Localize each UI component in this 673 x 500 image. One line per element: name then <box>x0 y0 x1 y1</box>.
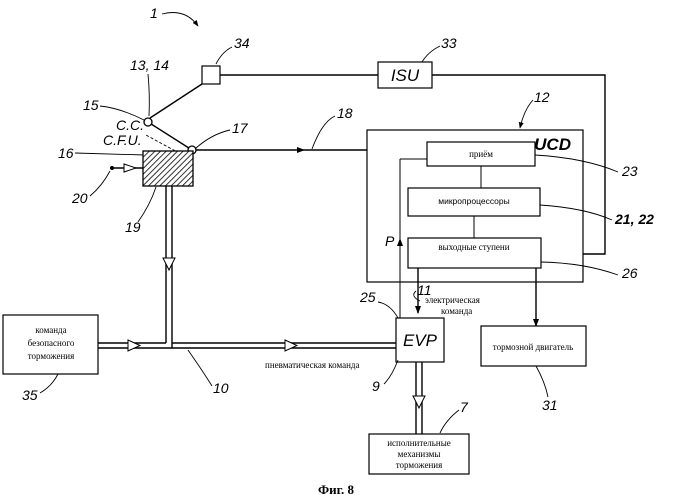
safe-brake-ref: 35 <box>22 387 38 403</box>
safe-brake-line2: безопасного <box>28 338 75 348</box>
pneumatic-riser-arrow <box>163 258 175 270</box>
valve-ref: 16 <box>58 145 74 161</box>
brake-motor-ref: 31 <box>542 397 558 413</box>
signal-arrow <box>297 147 305 153</box>
figure-caption: Фиг. 8 <box>318 482 355 497</box>
pneumatic-riser <box>163 186 175 348</box>
ucd-label: UCD <box>534 135 571 154</box>
safe-brake-line1: команда <box>35 325 66 335</box>
actuators-line1: исполнительные <box>387 438 451 448</box>
system-reference: 1 <box>150 5 198 26</box>
signal-leader <box>312 116 335 149</box>
brake-motor-leader <box>536 366 548 397</box>
isu-ref: 33 <box>441 35 457 51</box>
safe-brake-block: команда безопасного торможения 35 <box>3 315 98 403</box>
actuator-arrow <box>413 396 425 408</box>
electric-label-2: команда <box>441 306 472 316</box>
electric-command-arrow <box>415 306 421 314</box>
receive-label: приём <box>469 149 493 159</box>
output-stages-ref: 26 <box>621 265 638 281</box>
position-cfu: C.F.U. <box>103 132 142 148</box>
ucd-block: UCD 12 приём микропроцессоры выходные ст… <box>367 89 654 318</box>
actuators-line3: торможения <box>396 460 443 470</box>
sensor-leader <box>216 47 232 64</box>
isu-leader <box>422 46 440 62</box>
lever-arm <box>148 122 192 150</box>
output-stages-label: выходные ступени <box>438 242 509 252</box>
isu-block: ISU 33 <box>378 35 457 88</box>
lever-refs-leader <box>148 74 149 116</box>
valve-leader <box>75 153 145 155</box>
pneumatic-arrow-right <box>285 340 297 351</box>
safe-brake-leader <box>40 374 58 393</box>
feedback-ref-leader <box>378 302 398 318</box>
feedback-label: P <box>385 233 395 249</box>
joint-leader <box>196 130 230 148</box>
evp-leader <box>384 360 398 384</box>
lever-refs: 13, 14 <box>130 57 169 73</box>
ucd-ref: 12 <box>534 89 550 105</box>
brake-motor-label: тормозной двигатель <box>493 342 573 352</box>
safe-brake-line3: торможения <box>28 351 75 361</box>
electric-command-labels: 11 электрическая команда 25 <box>359 282 480 318</box>
pneumatic-arrow-left <box>128 340 140 351</box>
lever-pivot <box>144 118 152 126</box>
input-leader <box>90 171 110 196</box>
actuators-ref: 7 <box>460 399 469 415</box>
input-20: 20 <box>71 164 143 206</box>
pneumatic-command-line: пневматическая команда 10 <box>98 340 396 396</box>
pneumatic-label: пневматическая команда <box>265 360 360 370</box>
actuators-leader <box>440 410 459 433</box>
electric-label-1: электрическая <box>425 295 480 305</box>
actuators-line2: механизмы <box>398 449 441 459</box>
sensor-34: 34 <box>202 35 250 84</box>
brake-motor-block: тормозной двигатель 31 <box>481 326 586 413</box>
valve-body-leader <box>138 187 156 222</box>
joint-ref: 17 <box>232 120 249 136</box>
microprocessors-ref: 21, 22 <box>614 211 654 227</box>
pneumatic-leader <box>188 350 212 386</box>
sensor-linkage <box>150 84 202 118</box>
feedback-ref: 25 <box>359 289 376 305</box>
receive-ref: 23 <box>621 163 638 179</box>
position-cc: C.C. <box>116 117 144 133</box>
evp-label: EVP <box>403 331 438 350</box>
actuators-block: исполнительные механизмы торможения 7 <box>369 399 469 474</box>
pivot-ref: 15 <box>83 97 99 113</box>
valve-body-19: 19 <box>125 151 193 235</box>
valve-body <box>143 151 193 186</box>
microprocessors-label: микропроцессоры <box>438 196 509 206</box>
input-node <box>110 166 114 170</box>
pneumatic-to-actuators <box>413 362 425 434</box>
system-ref-arrow <box>162 13 198 27</box>
evp-block: EVP 9 <box>372 318 444 394</box>
signal-ref: 18 <box>337 105 353 121</box>
sensor-box <box>202 66 220 84</box>
ucd-leader <box>520 100 533 128</box>
input-ref: 20 <box>71 190 88 206</box>
isu-label: ISU <box>391 66 420 85</box>
evp-ref: 9 <box>372 378 380 394</box>
system-ref-number: 1 <box>150 5 158 21</box>
pneumatic-ref: 10 <box>213 380 229 396</box>
input-arrow <box>124 164 136 172</box>
sensor-ref: 34 <box>234 35 250 51</box>
